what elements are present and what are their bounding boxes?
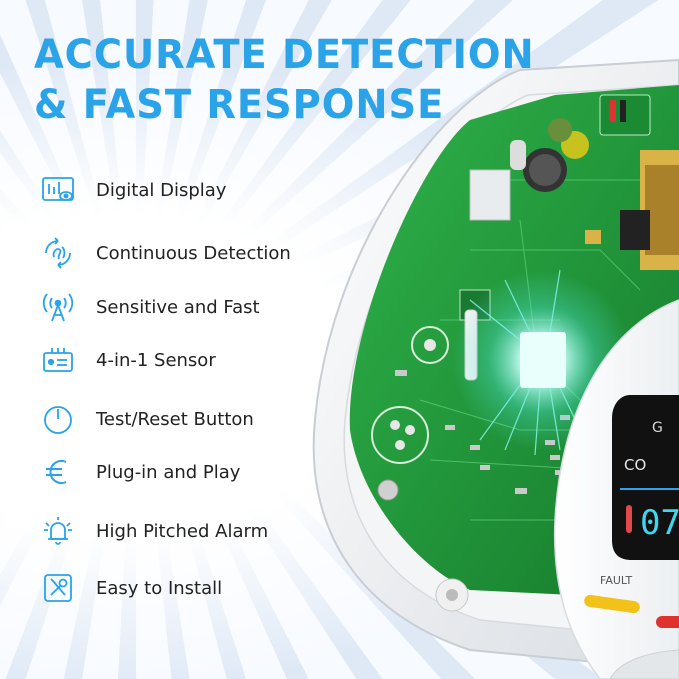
- fault-label: FAULT: [600, 574, 633, 587]
- feature-label: Plug-in and Play: [96, 461, 241, 483]
- feature-label: Continuous Detection: [96, 242, 291, 264]
- display-eye-icon: [40, 172, 76, 208]
- sensor-box-icon: [40, 342, 76, 378]
- alarm-led: [656, 616, 679, 628]
- fault-led: [584, 594, 640, 614]
- feature-label: High Pitched Alarm: [96, 520, 269, 542]
- power-button-icon: [40, 401, 76, 437]
- feature-label: Sensitive and Fast: [96, 296, 260, 318]
- tools-icon: [40, 570, 76, 606]
- feature-plug-and-play: Plug-in and Play: [40, 452, 240, 492]
- display-digits: 07: [640, 503, 679, 543]
- headline-line-2: & FAST RESPONSE: [34, 82, 445, 128]
- feature-digital-display: Digital Display: [40, 170, 226, 210]
- alarm-bell-icon: [40, 513, 76, 549]
- feature-test-reset-button: Test/Reset Button: [40, 399, 254, 439]
- feature-label: Easy to Install: [96, 577, 223, 599]
- feature-easy-to-install: Easy to Install: [40, 568, 222, 608]
- feature-high-pitched-alarm: High Pitched Alarm: [40, 511, 268, 551]
- euro-plug-icon: [40, 454, 76, 490]
- feature-sensitive-fast: Sensitive and Fast: [40, 287, 260, 327]
- headline: ACCURATE DETECTION & FAST RESPONSE: [34, 30, 535, 130]
- feature-4-in-1-sensor: 4-in-1 Sensor: [40, 340, 216, 380]
- feature-label: Test/Reset Button: [96, 408, 254, 430]
- display-g-label: G: [652, 420, 663, 436]
- feature-continuous-detection: Continuous Detection: [40, 233, 291, 273]
- thermometer-icon: [626, 505, 632, 533]
- headline-line-1: ACCURATE DETECTION: [34, 32, 535, 78]
- signal-antenna-icon: [40, 289, 76, 325]
- continuous-detection-icon: [40, 235, 76, 271]
- feature-label: 4-in-1 Sensor: [96, 349, 216, 371]
- feature-label: Digital Display: [96, 179, 227, 201]
- display-co-label: CO: [624, 456, 646, 474]
